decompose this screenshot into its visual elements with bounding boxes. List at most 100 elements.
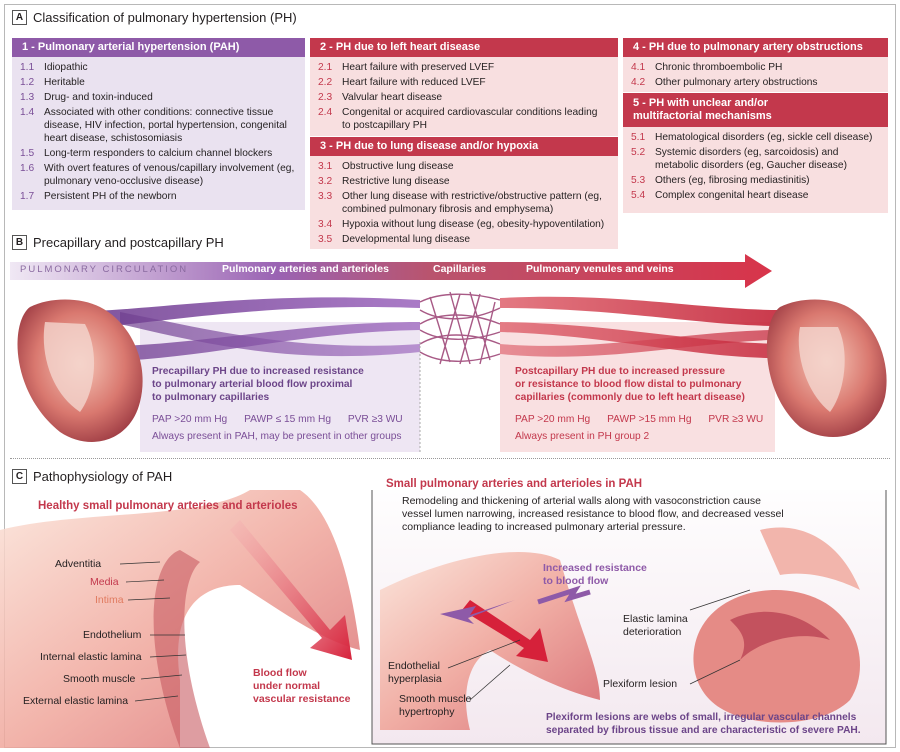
item-number: 2.2: [318, 77, 333, 88]
classification-item: 2.2 Heart failure with reduced LVEF: [318, 76, 608, 89]
group-5-title-line2: multifactorial mechanisms: [633, 110, 772, 122]
item-text: Chronic thromboembolic PH: [655, 62, 783, 73]
postcapillary-line: Postcapillary PH due to increased pressu…: [515, 366, 726, 377]
venules-label: Pulmonary venules and veins: [526, 263, 674, 275]
section-title: Precapillary and postcapillary PH: [33, 235, 224, 250]
plexiform-note-line: Plexiform lesions are webs of small, irr…: [546, 712, 857, 723]
healthy-title: Healthy small pulmonary arteries and art…: [38, 500, 298, 512]
capillaries-label: Capillaries: [433, 263, 487, 275]
item-text: Others (eg, fibrosing mediastinitis): [655, 175, 810, 186]
item-number: 1.5: [20, 148, 35, 159]
postcapillary-line: capillaries (commonly due to left heart …: [515, 392, 745, 403]
smooth-hypertrophy-line: hypertrophy: [399, 706, 455, 718]
item-text: Long-term responders to calcium channel …: [44, 148, 273, 159]
group-2-items: 2.1 Heart failure with preserved LVEF 2.2 H…: [310, 57, 618, 138]
group-1-items: 1.1 Idiopathic 1.2 Heritable 1.3 Drug- and to…: [12, 57, 305, 209]
item-text: Valvular heart disease: [342, 92, 443, 103]
classification-item: 2.1 Heart failure with preserved LVEF: [318, 61, 608, 74]
figure-frame: [4, 4, 896, 748]
increased-resistance-label: Increased resistance to blood flow: [543, 562, 647, 588]
precapillary-note: Always present in PAH, may be present in…: [152, 431, 402, 442]
pah-description: Remodeling and thickening of arterial wa…: [402, 495, 784, 534]
elastic-lamina: [760, 527, 860, 590]
external-elastic-label: External elastic lamina: [23, 695, 129, 707]
item-text: Restrictive lung disease: [342, 176, 450, 187]
smooth-hypertrophy-line: Smooth muscle: [399, 693, 472, 705]
pah-description-line: vessel lumen narrowing, increased resist…: [402, 508, 784, 520]
precapillary-criteria: PAP >20 mm Hg PAWP ≤ 15 mm Hg PVR ≥3 WU: [152, 413, 403, 426]
blood-flow-label: Blood flow under normal vascular resista…: [253, 667, 350, 706]
endothelial-line: hyperplasia: [388, 673, 442, 685]
item-number: 2.1: [318, 62, 333, 73]
classification-item: 1.7 Persistent PH of the newborn: [20, 190, 295, 203]
section-title: Classification of pulmonary hypertension…: [33, 10, 297, 25]
item-text: Systemic disorders (eg, sarcoidosis) and…: [655, 147, 847, 171]
healthy-leader-lines: [119, 561, 187, 702]
classification-item: 1.1 Idiopathic: [20, 61, 295, 74]
precapillary-description: Precapillary PH due to increased resista…: [152, 365, 364, 404]
item-number: 3.1: [318, 161, 333, 172]
item-text: Associated with other conditions: connec…: [44, 107, 287, 144]
circulation-label: PULMONARY CIRCULATION: [20, 264, 189, 275]
group-5-box: 5 - PH with unclear and/or multifactoria…: [623, 93, 888, 213]
plexiform-note-line: separated by fibrous tissue and are char…: [546, 725, 861, 736]
item-number: 1.7: [20, 191, 35, 202]
group-3-title: 3 - PH due to lung disease and/or hypoxi…: [310, 137, 618, 156]
item-number: 3.2: [318, 176, 333, 187]
group-4-box: 4 - PH due to pulmonary artery obstructi…: [623, 38, 888, 92]
pvr-value: PVR ≥3 WU: [708, 414, 764, 425]
elastic-deterioration-label: Elastic lamina deterioration: [623, 613, 688, 639]
section-title: Pathophysiology of PAH: [33, 469, 173, 484]
endothelial-label: Endothelial hyperplasia: [388, 660, 442, 686]
item-text: Developmental lung disease: [342, 234, 470, 245]
classification-item: 3.3 Other lung disease with restrictive/o…: [318, 190, 608, 216]
item-text: Hypoxia without lung disease (eg, obesit…: [342, 219, 605, 230]
pah-title: Small pulmonary arteries and arterioles …: [386, 478, 643, 490]
item-number: 3.5: [318, 234, 333, 245]
group-4-title: 4 - PH due to pulmonary artery obstructi…: [623, 38, 888, 57]
elastic-deterioration-line: deterioration: [623, 626, 682, 638]
arteries-label: Pulmonary arteries and arterioles: [222, 263, 389, 275]
precapillary-line: Precapillary PH due to increased resista…: [152, 366, 364, 377]
item-text: Heart failure with reduced LVEF: [342, 77, 486, 88]
blood-flow-line: Blood flow: [253, 667, 307, 679]
section-b-header: B Precapillary and postcapillary PH: [12, 235, 224, 250]
endothelial-line: Endothelial: [388, 660, 440, 672]
item-number: 5.2: [631, 147, 646, 158]
item-text: Other lung disease with restrictive/obst…: [342, 191, 602, 215]
item-number: 3.4: [318, 219, 333, 230]
vein-vessel: [500, 296, 780, 326]
postcapillary-note: Always present in PH group 2: [515, 431, 650, 442]
capillary-network: [419, 291, 501, 365]
classification-item: 1.5 Long-term responders to calcium chann…: [20, 147, 295, 160]
item-text: Heritable: [44, 77, 85, 88]
pah-description-line: compliance leading to increased pulmonar…: [402, 521, 686, 533]
artery-vessel: [60, 297, 420, 330]
item-number: 1.1: [20, 62, 35, 73]
intima-label: Intima: [95, 594, 124, 606]
item-number: 1.2: [20, 77, 35, 88]
item-text: Idiopathic: [44, 62, 88, 73]
item-text: Persistent PH of the newborn: [44, 191, 177, 202]
item-number: 2.4: [318, 107, 333, 118]
section-divider: [10, 458, 890, 459]
heart-chamber-icon: [798, 327, 845, 412]
item-number: 2.3: [318, 92, 333, 103]
item-text: With overt features of venous/capillary …: [44, 163, 295, 187]
blood-flow-arrow: [230, 520, 352, 660]
item-text: Heart failure with preserved LVEF: [342, 62, 495, 73]
item-text: Drug- and toxin-induced: [44, 92, 153, 103]
item-number: 1.3: [20, 92, 35, 103]
classification-item: 5.2 Systemic disorders (eg, sarcoidosis) …: [631, 146, 878, 172]
item-text: Hematological disorders (eg, sickle cell…: [655, 132, 873, 143]
item-number: 3.3: [318, 191, 333, 202]
